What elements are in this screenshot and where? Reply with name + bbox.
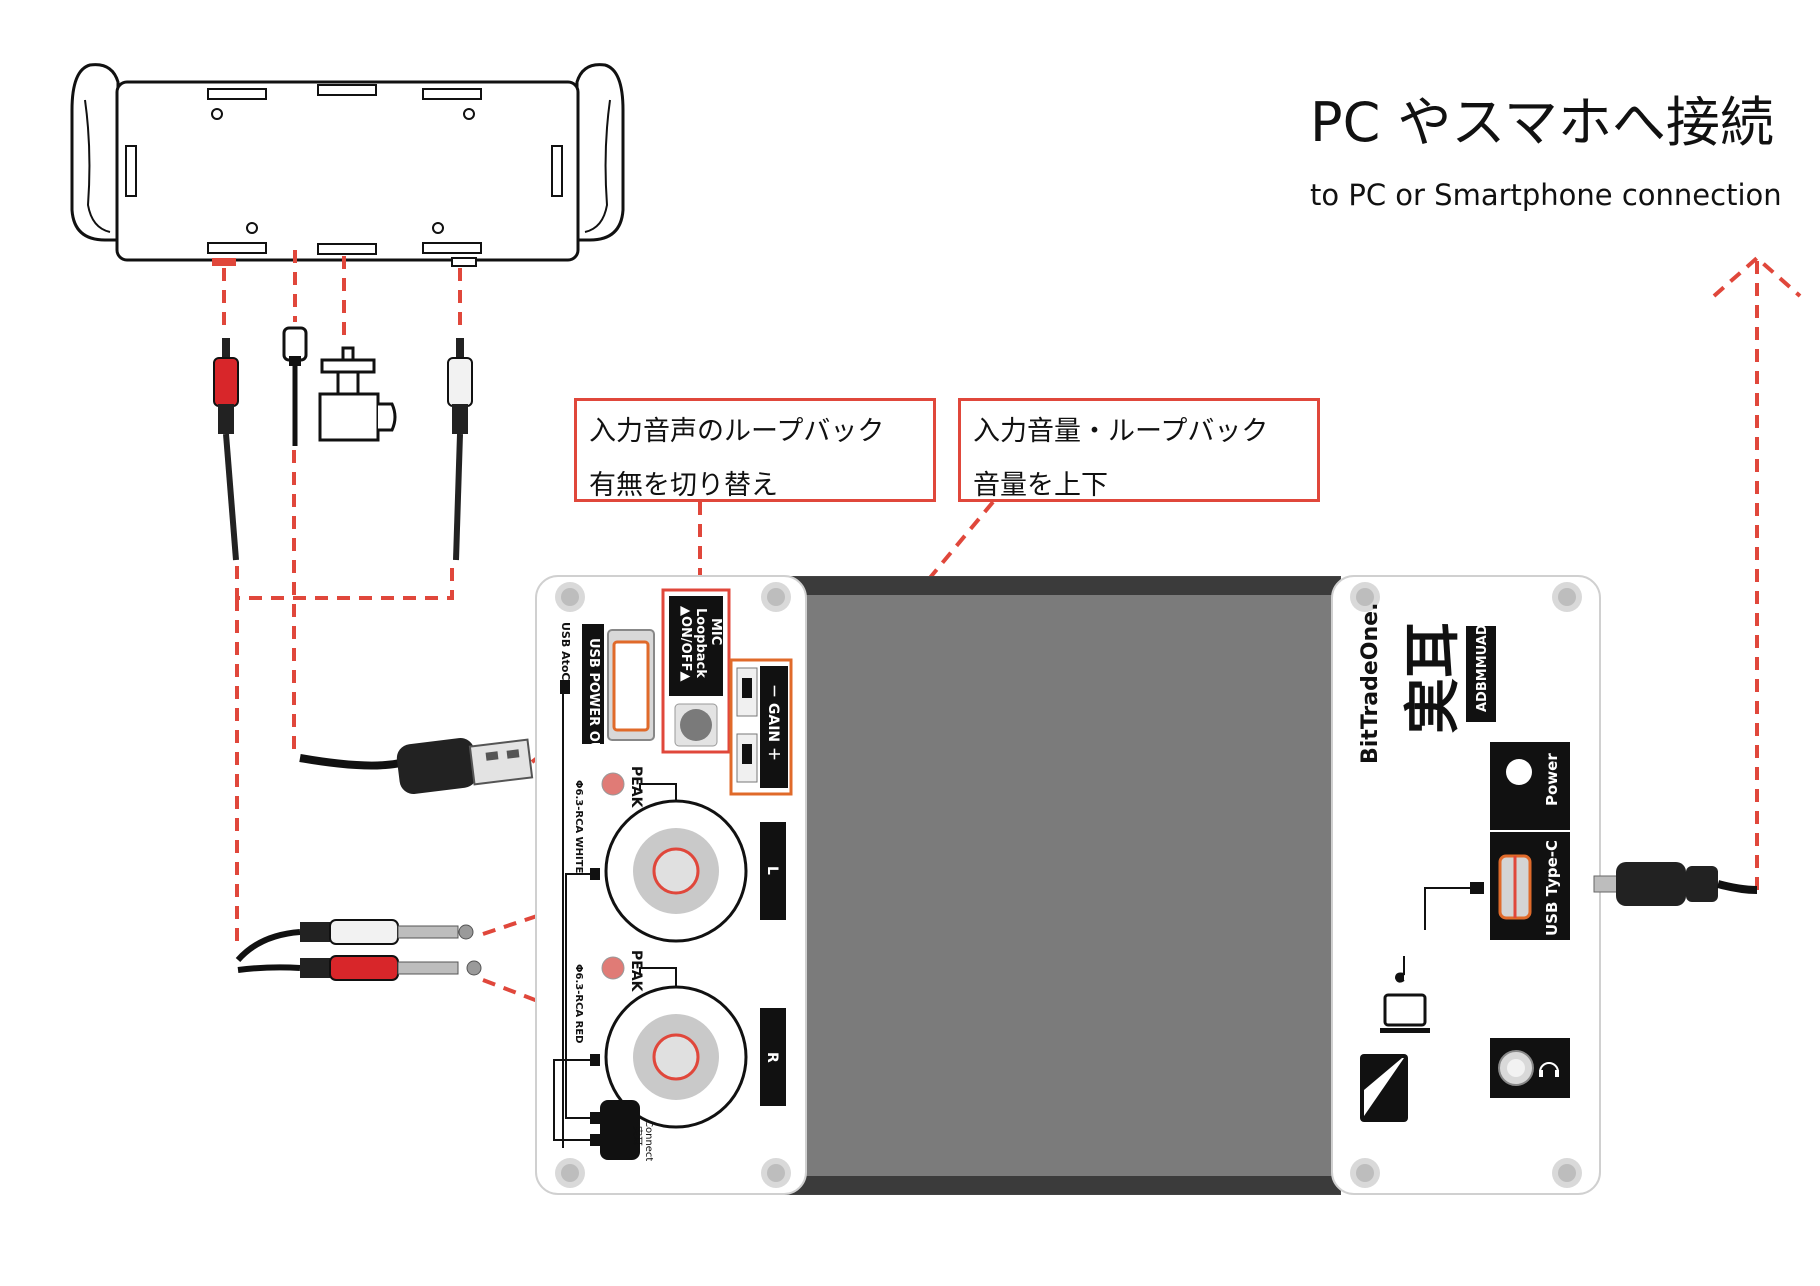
power-label: Power: [1543, 753, 1561, 806]
device-body: [779, 576, 1341, 1195]
callout-gain-line2: 音量を上下: [973, 470, 1108, 501]
model-label: ADBMMUAD: [1475, 624, 1490, 712]
jack-red-desc: Φ6.3-RCA RED: [573, 964, 584, 1043]
mic-switch-label-2: Loopback: [693, 608, 708, 678]
logo-label: 実耳: [1401, 622, 1466, 734]
callout-loopback-line2: 有無を切り替え: [589, 470, 778, 501]
gain-label: － GAIN ＋: [765, 684, 781, 761]
plug-cable-white: [235, 919, 474, 963]
usb-c-label: USB Type-C: [1543, 840, 1561, 936]
battery-holder: [70, 63, 625, 267]
jack-r-label: R: [764, 1052, 780, 1063]
tripod-mount: [318, 346, 397, 442]
usb-c-cable: [1593, 862, 1758, 906]
left-panel-labels: USB POWER OUT USB AtoC MIC Loopback ▲ON/…: [559, 606, 781, 1161]
jack-white-desc: Φ6.3-RCA WHITE: [573, 780, 584, 874]
jack-l-label: L: [764, 866, 780, 875]
callout-gain: 入力音量・ループバック 音量を上下: [958, 398, 1320, 502]
mic-switch-label-1: MIC: [708, 618, 723, 645]
rca-plug-white: [447, 338, 473, 561]
usb-a-cable: [299, 738, 534, 794]
usb-power-out-label: USB POWER OUT: [586, 638, 601, 761]
peak-label-r: PEAK: [628, 950, 644, 993]
usb-atoc-label: USB AtoC: [559, 622, 572, 680]
plug-cable-red: [237, 955, 482, 981]
usb-c-cable-small: [282, 326, 308, 446]
right-panel: [1331, 575, 1601, 1195]
rca-plug-red: [213, 338, 239, 561]
connect-sub-label: 実耳: [631, 1126, 644, 1146]
peak-label-l: PEAK: [628, 766, 644, 809]
connect-label: Connect: [643, 1120, 654, 1161]
callout-gain-line1: 入力音量・ループバック: [973, 416, 1269, 447]
right-panel-labels: BitTradeOne. 実耳 ADBMMUAD Power USB Type-…: [1358, 603, 1561, 936]
heading-en: to PC or Smartphone connection: [1310, 178, 1782, 212]
mic-switch-label-3: ▲ON/OFF▲: [678, 606, 693, 682]
heading-jp: PC やスマホへ接続: [1310, 91, 1774, 154]
left-panel: [535, 575, 807, 1195]
callout-loopback-line1: 入力音声のループバック: [589, 416, 885, 447]
callout-loopback: 入力音声のループバック 有無を切り替え: [574, 398, 936, 502]
brand-label: BitTradeOne.: [1358, 603, 1383, 764]
